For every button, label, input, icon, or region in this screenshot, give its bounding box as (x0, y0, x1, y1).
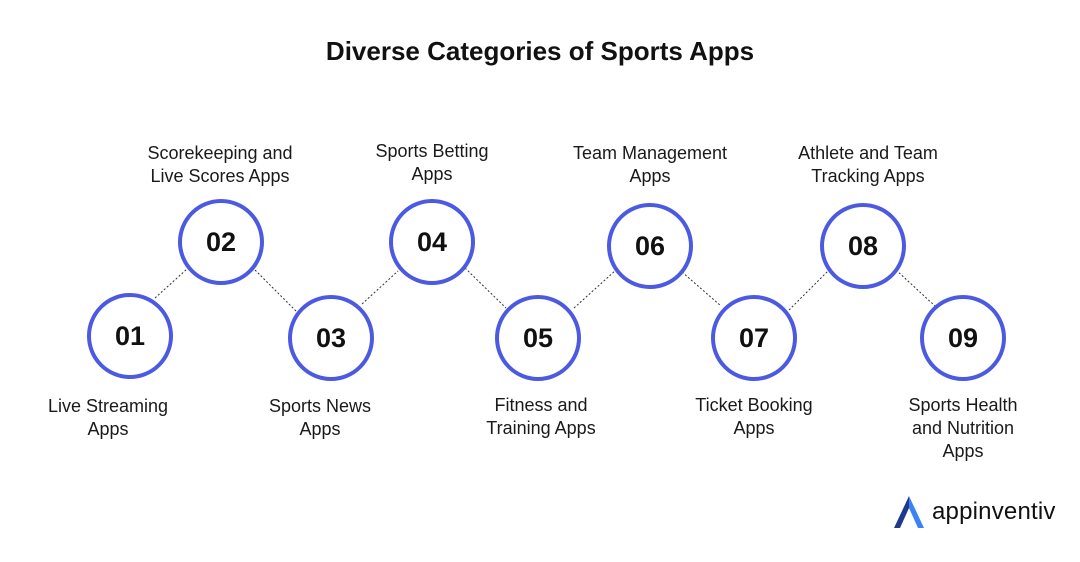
connector-08-09 (895, 269, 936, 307)
step-circle-04: 04 (389, 199, 475, 285)
step-circle-09: 09 (920, 295, 1006, 381)
page-title: Diverse Categories of Sports Apps (325, 36, 755, 66)
connector-07-08 (788, 269, 830, 311)
step-circle-03: 03 (288, 295, 374, 381)
connector-01-02 (154, 268, 188, 299)
step-label-07: Ticket Booking Apps (695, 395, 813, 438)
step-label-01: Live Streaming Apps (47, 396, 169, 439)
step-circle-02: 02 (178, 199, 264, 285)
step-label-02: Scorekeeping and Live Scores Apps (147, 143, 293, 186)
step-circle-01: 01 (87, 293, 173, 379)
step-label-09: Sports Health and Nutrition Apps (908, 395, 1018, 461)
step-label-03: Sports News Apps (268, 396, 372, 439)
step-label-08: Athlete and Team Tracking Apps (798, 143, 938, 186)
step-circle-05: 05 (495, 295, 581, 381)
step-label-05: Fitness and Training Apps (486, 395, 596, 438)
brand-name: appinventiv (932, 498, 1056, 525)
connector-05-06 (573, 269, 617, 309)
brand-logo: appinventiv (892, 494, 1056, 530)
connector-03-04 (361, 270, 399, 305)
connector-04-05 (464, 267, 507, 309)
step-label-04: Sports Betting Apps (375, 141, 489, 184)
connector-02-03 (254, 269, 298, 313)
step-label-06: Team Management Apps (572, 143, 728, 186)
connector-06-07 (681, 271, 722, 307)
step-circle-07: 07 (711, 295, 797, 381)
appinventiv-logo-icon (894, 496, 924, 528)
step-circle-06: 06 (607, 203, 693, 289)
step-circle-08: 08 (820, 203, 906, 289)
